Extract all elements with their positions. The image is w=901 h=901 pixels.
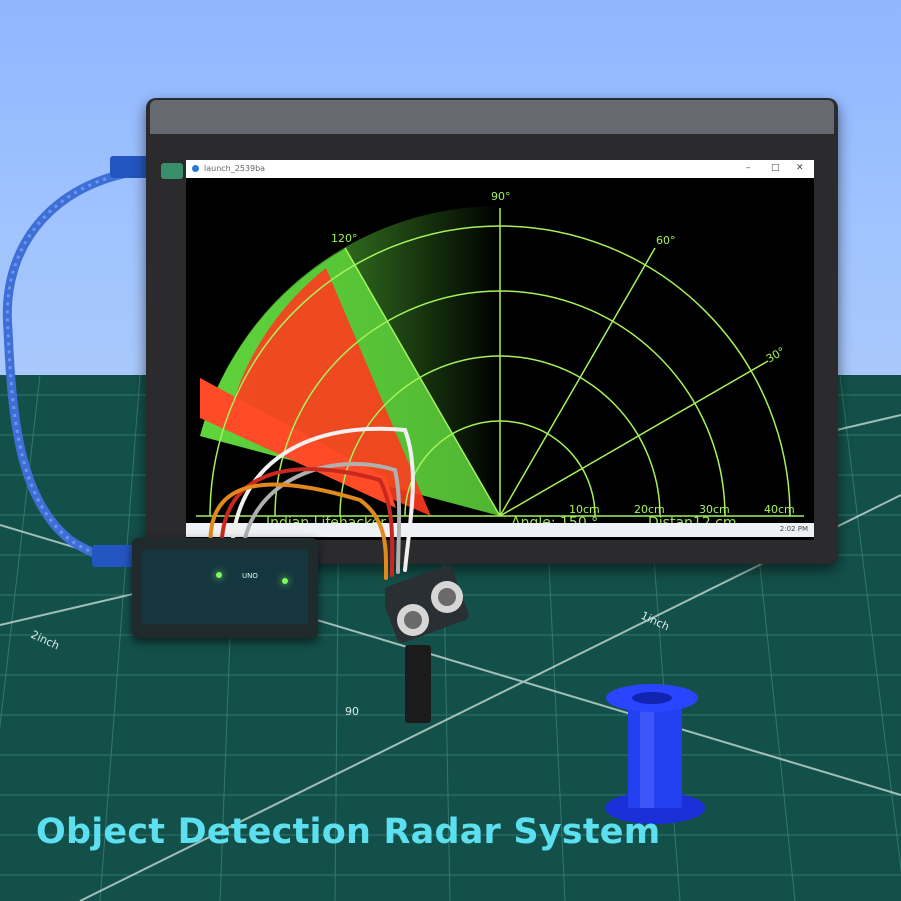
distance-label-30: 30cm	[699, 503, 730, 516]
os-taskbar: 2:02 PM	[186, 523, 814, 537]
window-title: launch_2539ba	[204, 164, 266, 173]
maximize-icon[interactable]: □	[771, 163, 780, 173]
close-icon[interactable]: ✕	[796, 163, 804, 173]
board-label: UNO	[242, 572, 258, 580]
radar-grid	[196, 208, 804, 517]
distance-label-20: 20cm	[634, 503, 665, 516]
minimize-icon[interactable]: –	[746, 163, 751, 173]
angle-label-90: 90°	[491, 190, 511, 203]
blue-spool-object	[605, 684, 705, 824]
laptop-hinge	[150, 100, 834, 134]
window-titlebar: launch_2539ba – □ ✕	[186, 160, 814, 178]
angle-label-120: 120°	[331, 232, 358, 245]
distance-label-10: 10cm	[569, 503, 600, 516]
app-window-icon	[192, 165, 199, 172]
taskbar-clock: 2:02 PM	[779, 525, 808, 533]
distance-label-40: 40cm	[764, 503, 795, 516]
power-led	[216, 572, 222, 578]
video-caption: Object Detection Radar System	[36, 812, 661, 852]
radar-display: 90° 120° 60° 30° 10cm 20cm 30cm 40cm	[196, 190, 804, 517]
app-icon[interactable]	[161, 163, 183, 179]
status-led	[282, 578, 288, 584]
laptop-screen: launch_2539ba – □ ✕	[186, 160, 814, 540]
arduino-board: UNO	[132, 538, 318, 638]
arduino-pcb	[142, 550, 308, 624]
ultrasonic-sensor	[385, 565, 469, 723]
ruler-label-mid: 90	[345, 705, 359, 718]
angle-label-60: 60°	[656, 234, 676, 247]
